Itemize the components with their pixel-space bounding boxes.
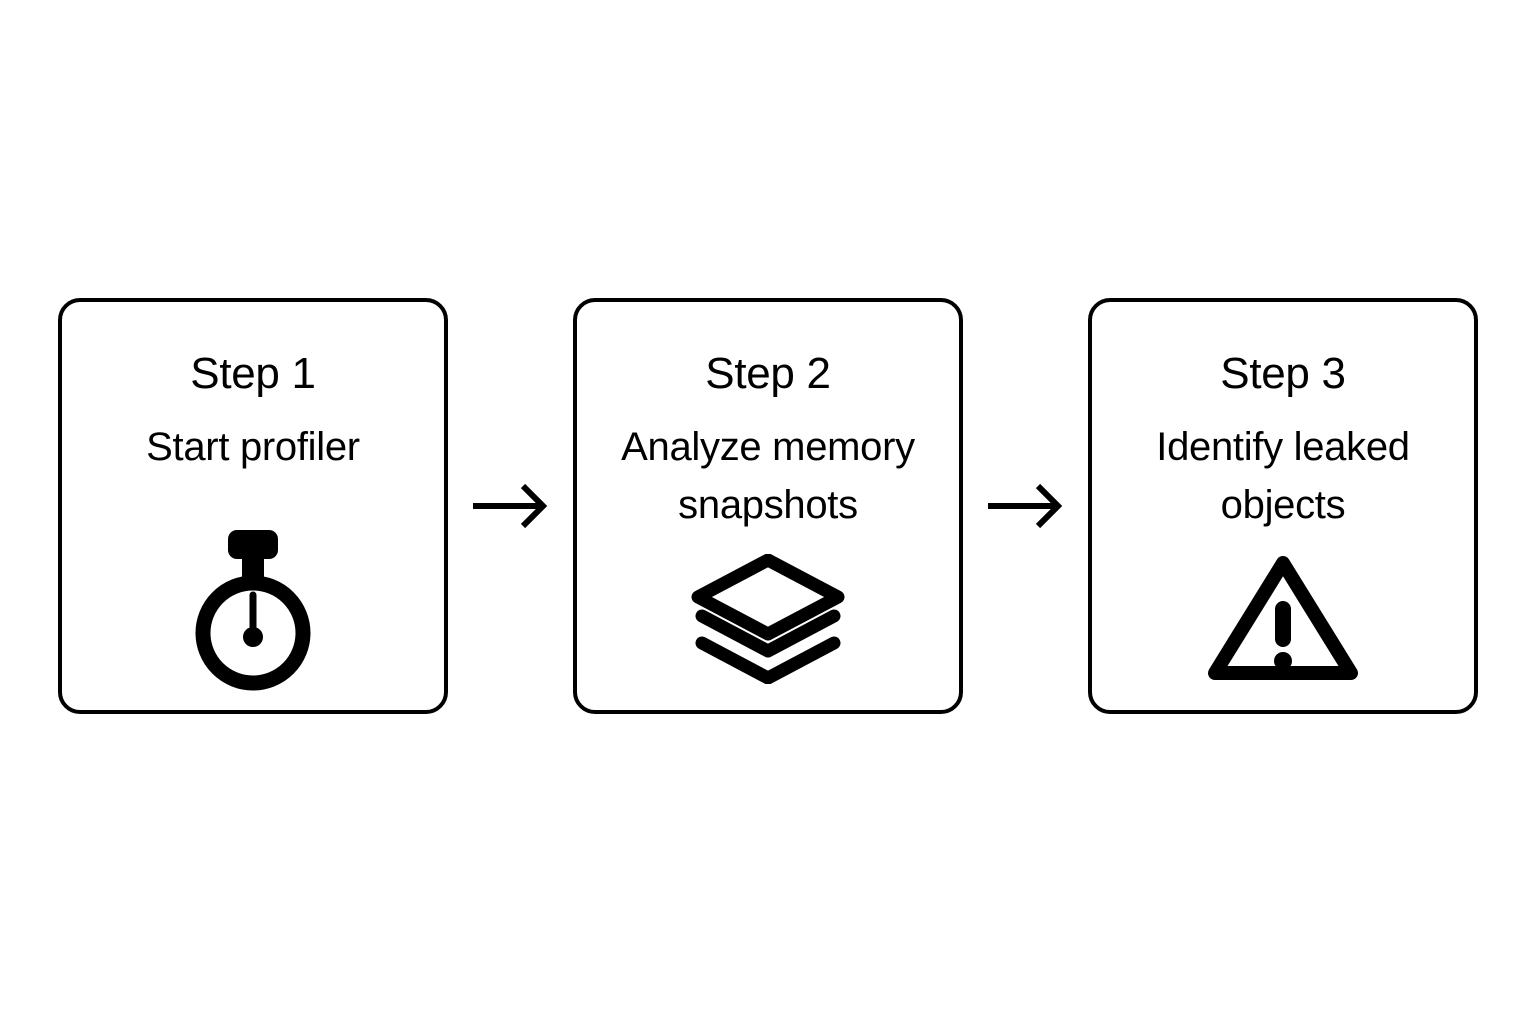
step-title-1: Step 1	[190, 349, 316, 398]
step-box-1[interactable]: Step 1 Start profiler	[58, 298, 448, 714]
step-box-2[interactable]: Step 2 Analyze memory snapshots	[573, 298, 963, 714]
stopwatch-icon	[195, 529, 311, 690]
step-icon-container-2	[577, 550, 959, 688]
connector-arrow-2	[963, 298, 1088, 714]
step-icon-container-3	[1092, 550, 1474, 688]
connector-arrow-1	[448, 298, 573, 714]
layers-stack-icon	[691, 554, 845, 684]
arrow-right-icon	[987, 483, 1062, 529]
warning-triangle-icon	[1208, 556, 1358, 680]
process-flow-row: Step 1 Start profiler	[0, 298, 1536, 714]
step-description-3: Identify leaked objects	[1156, 425, 1410, 527]
step-box-3[interactable]: Step 3 Identify leaked objects	[1088, 298, 1478, 714]
step-title-2: Step 2	[705, 349, 831, 398]
step-title-3: Step 3	[1220, 349, 1346, 398]
step-description-1: Start profiler	[146, 425, 360, 469]
arrow-right-icon	[472, 483, 547, 529]
step-icon-container-1	[62, 529, 444, 690]
step-description-2: Analyze memory snapshots	[621, 425, 915, 527]
